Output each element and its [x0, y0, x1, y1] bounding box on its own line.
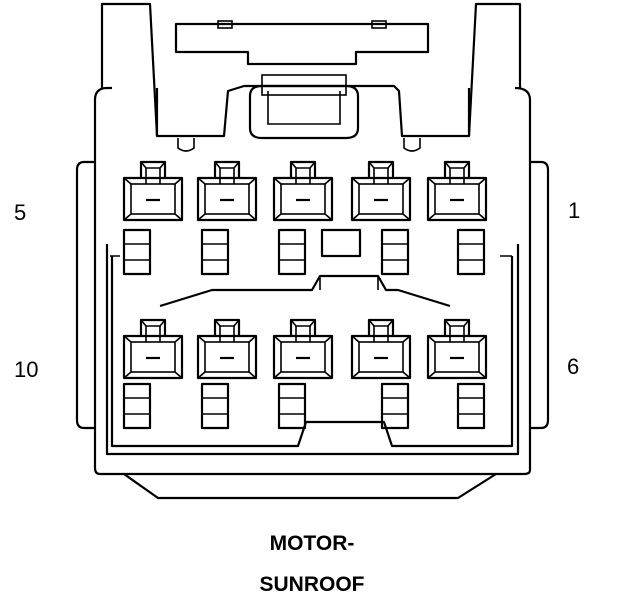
- side-rail-right: [530, 160, 550, 430]
- caption-line-2: SUNROOF: [260, 573, 365, 596]
- bottom-row-terminals: [122, 318, 488, 380]
- inner-cavity: [105, 244, 520, 456]
- top-row-lock-windows: [122, 228, 486, 276]
- housing-bottom-lip: [123, 473, 497, 500]
- lock-tab-slot-left: [217, 20, 233, 29]
- keying-rib: [159, 274, 451, 308]
- terminal-5: [122, 160, 184, 222]
- latch-peg-right: [403, 138, 421, 152]
- pin-label-bottom-left: 10: [14, 357, 38, 382]
- pin-label-bottom-right: 6: [567, 354, 579, 379]
- latch-button-inner: [261, 74, 347, 96]
- terminal-10: [122, 318, 184, 380]
- latch-base-outline: [155, 88, 471, 136]
- bottom-row-lock-windows: [122, 382, 486, 430]
- terminal-3: [272, 160, 334, 222]
- pin-label-top-left: 5: [14, 200, 26, 225]
- terminal-7: [350, 318, 412, 380]
- terminal-9: [196, 318, 258, 380]
- pin-label-top-right: 1: [568, 198, 580, 223]
- terminal-6: [426, 318, 488, 380]
- terminal-1: [426, 160, 488, 222]
- side-rail-left: [75, 160, 95, 430]
- top-row-terminals: [122, 160, 488, 222]
- lock-tab-slot-right: [371, 20, 387, 29]
- terminal-2: [350, 160, 412, 222]
- lock-tab: [174, 22, 430, 66]
- terminal-8: [272, 318, 334, 380]
- terminal-4: [196, 160, 258, 222]
- caption-line-1: MOTOR-: [270, 532, 355, 555]
- latch-button: [248, 84, 360, 140]
- center-key-window: [320, 228, 362, 258]
- latch-peg-left: [177, 138, 195, 152]
